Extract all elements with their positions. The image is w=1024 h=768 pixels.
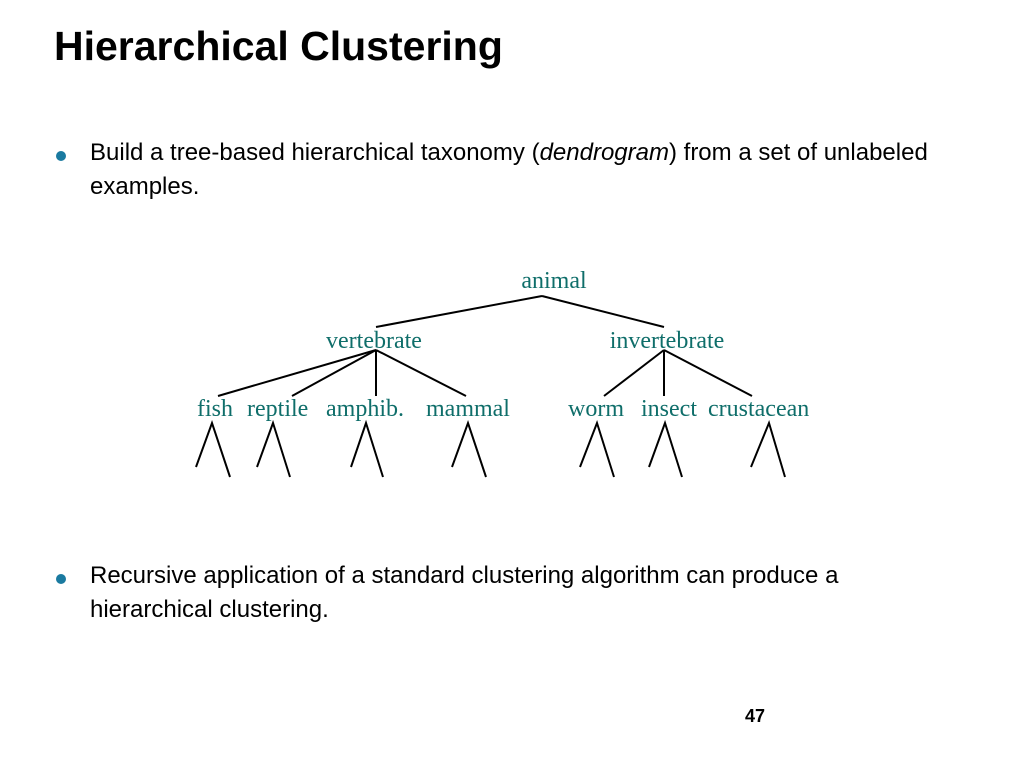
leaf-insect-label: insect <box>641 396 697 422</box>
bullet-text: Recursive application of a standard clus… <box>90 562 839 623</box>
edge-animal-invertebrate <box>541 295 665 328</box>
subtree-crustacean <box>750 419 786 478</box>
edge-invertebrate-worm <box>603 349 665 397</box>
leaf-fish-label: fish <box>197 396 233 422</box>
leaf-reptile-label: reptile <box>247 396 308 422</box>
bullet-point-recursive: Recursive application of a standard clus… <box>56 559 956 629</box>
edge-animal-vertebrate <box>375 295 543 328</box>
subtree-mammal <box>451 419 487 478</box>
bullet-icon <box>56 151 66 161</box>
slide-title: Hierarchical Clustering <box>54 23 503 69</box>
node-root-label: animal <box>521 268 587 294</box>
edge-vertebrate-fish <box>217 349 377 397</box>
subtree-amphib <box>350 419 384 478</box>
subtree-reptile <box>256 419 291 478</box>
leaf-worm-label: worm <box>568 396 624 422</box>
bullet-text-after: ) from a set of unlabeled examples. <box>90 139 928 200</box>
bullet-point-dendrogram: Build a tree-based hierarchical taxonomy… <box>56 136 956 206</box>
edge-vertebrate-reptile <box>291 349 377 397</box>
node-invertebrate-label: invertebrate <box>610 328 725 354</box>
leaf-amphib-label: amphib. <box>326 396 404 422</box>
page-number: 47 <box>745 706 766 726</box>
subtree-fish <box>195 419 231 478</box>
subtree-insect <box>648 419 683 478</box>
edge-vertebrate-mammal <box>375 349 467 397</box>
leaf-crustacean-label: crustacean <box>708 396 809 422</box>
bullet-emphasis: dendrogram <box>539 139 669 166</box>
leaf-mammal-label: mammal <box>426 396 510 422</box>
bullet-icon <box>56 574 66 584</box>
bullet-text: Build a tree-based hierarchical taxonomy… <box>90 136 960 204</box>
bullet-text-before: Build a tree-based hierarchical taxonomy… <box>90 139 540 166</box>
node-vertebrate-label: vertebrate <box>326 328 422 354</box>
subtree-worm <box>579 419 615 478</box>
edge-invertebrate-crustacean <box>663 349 753 397</box>
